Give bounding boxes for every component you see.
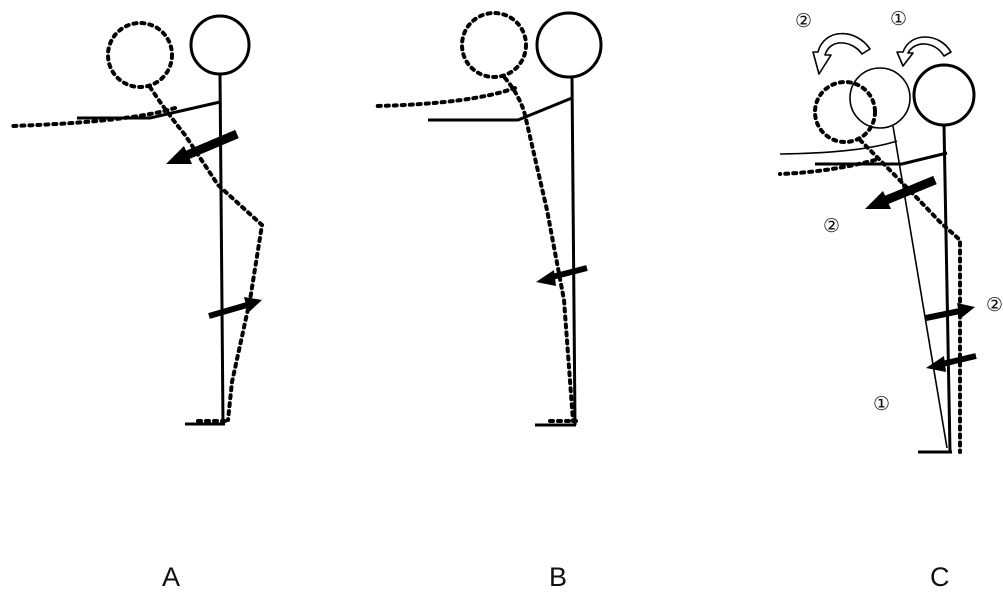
panel-label-c: C: [930, 562, 950, 592]
panel-b-arrowhead: [536, 270, 556, 286]
panel-a-arm: [77, 100, 221, 120]
panel-a-figure: [10, 14, 265, 426]
panel-a-dotted-arm: [10, 106, 177, 128]
step-marker-one-bottom: ①: [873, 393, 890, 415]
panel-a-body-line: [218, 73, 225, 425]
panel-b-arrows: [536, 265, 588, 286]
step-marker-two-left: ②: [823, 215, 840, 237]
panel-c-curved-arrow-1: [896, 36, 952, 67]
panel-c-head: [912, 63, 976, 127]
panel-a-lower-arrowhead: [244, 297, 262, 313]
step-marker-two-top: ②: [795, 10, 812, 32]
panel-c-body-line: [942, 124, 952, 453]
panel-c-solid-figure: [815, 63, 976, 454]
panel-a-lower-arrow: [208, 302, 248, 319]
panel-b-head: [535, 11, 603, 79]
panel-a-dotted-body: [148, 85, 265, 422]
panel-b-arrow: [551, 265, 588, 280]
panel-c-dotted-arm: [778, 158, 877, 176]
step-marker-one-top: ①: [890, 8, 907, 30]
panel-c-thin-figure: [779, 67, 948, 449]
panel-a-solid-figure: [77, 14, 251, 426]
panel-c-right-arrowhead: [957, 303, 975, 319]
panel-c-thin-body: [892, 125, 948, 449]
panel-c-step-markers: ② ① ② ② ①: [795, 8, 1003, 415]
panel-c-thin-head: [849, 67, 911, 129]
panel-b-arm: [428, 96, 573, 122]
panel-c-rotation-arrows: [812, 32, 952, 75]
panel-b-solid-figure: [428, 11, 603, 427]
panel-label-a: A: [162, 562, 181, 592]
panel-c-thin-arm: [779, 140, 898, 155]
panel-c-figure: ② ① ② ② ①: [778, 8, 1003, 454]
panel-c-dotted-head: [813, 80, 877, 144]
panel-a-head: [189, 14, 251, 76]
step-marker-two-right: ②: [986, 294, 1003, 316]
panel-b-dotted-arm: [373, 86, 517, 108]
panel-a-upper-arrow: [183, 129, 239, 161]
panel-c-left-arrowhead: [926, 356, 946, 372]
panel-c-curved-arrow-2: [812, 32, 871, 75]
panel-a-dotted-figure: [10, 21, 265, 423]
panel-c-left-arrow: [941, 353, 977, 367]
panel-c-arrows: [865, 175, 977, 372]
panel-label-b: B: [549, 562, 568, 592]
panel-c-upper-arrowhead: [865, 191, 891, 209]
panel-c-dotted-figure: [778, 80, 962, 454]
panel-a-dotted-head: [106, 21, 174, 89]
panel-b-dotted-body: [503, 76, 575, 423]
panel-b-body-line: [570, 76, 577, 426]
panel-a-upper-arrowhead: [166, 146, 192, 164]
panel-b-dotted-figure: [373, 11, 578, 423]
panel-b-figure: [373, 11, 603, 427]
panel-a-arrows: [166, 129, 262, 319]
panel-c-arm: [815, 151, 948, 166]
panel-c-right-arrow: [925, 308, 961, 321]
panel-c-upper-arrow: [882, 175, 937, 206]
panel-b-dotted-head: [460, 11, 528, 79]
